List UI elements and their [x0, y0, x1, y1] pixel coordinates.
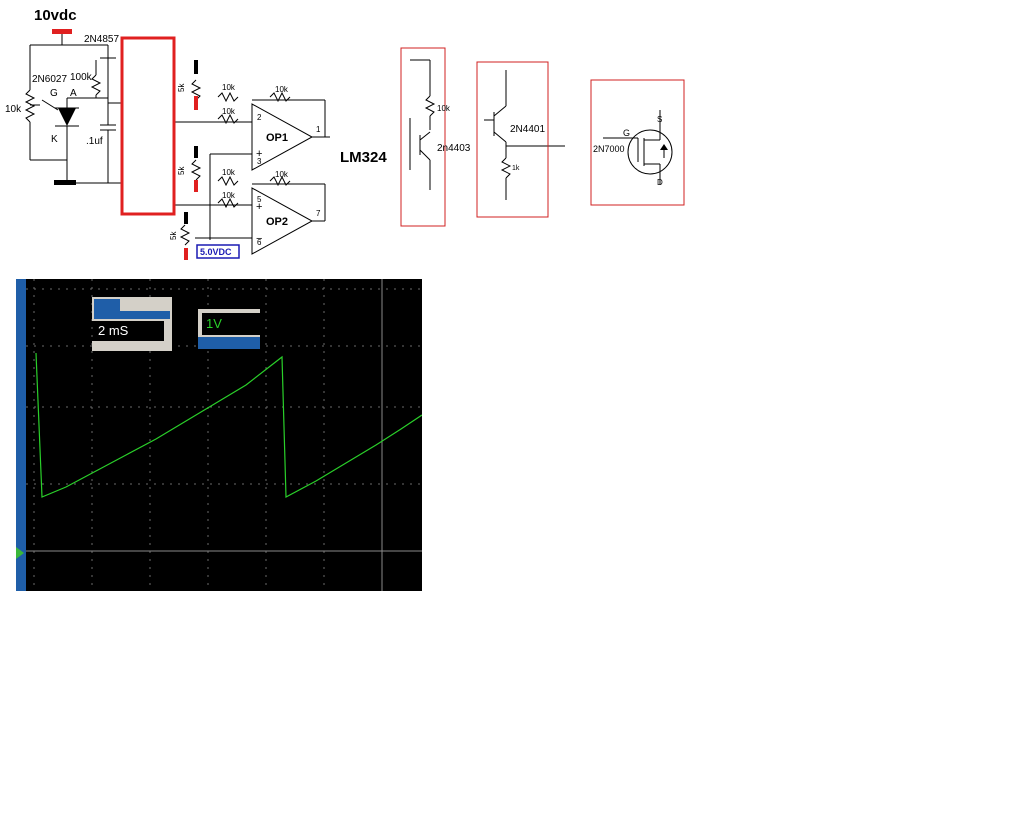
r100k-label: 100k [70, 72, 93, 83]
mosfet-source-label: S [657, 115, 662, 124]
supply-label: 10vdc [34, 7, 77, 24]
lm324-label: LM324 [340, 149, 387, 166]
pnp-resistor-label: 10k [437, 104, 451, 113]
gate-label: G [50, 88, 58, 99]
volts-per-div-control[interactable]: 1V [198, 309, 264, 351]
mosfet-drain-label: D [657, 178, 663, 187]
r1-label: 10k [222, 83, 236, 92]
r4-label: 10k [222, 168, 236, 177]
sawtooth-trace [35, 352, 422, 498]
vref-label: 5.0VDC [200, 247, 232, 257]
r5-label: 10k [222, 191, 236, 200]
npn-resistor-label: 1k [512, 165, 520, 172]
anode-label: A [70, 88, 77, 99]
pot2-label: 5k [177, 166, 186, 175]
pin5-label: 5 [257, 195, 262, 204]
schematic-diagram: 10vdc 2N4857 2N6027 100k 10k G A K .1uf … [5, 7, 685, 260]
op1-label: OP1 [266, 132, 288, 144]
op2-label: OP2 [266, 216, 288, 228]
cap-label: .1uf [86, 136, 103, 147]
r6-label: 10k [275, 170, 289, 179]
r10k-left-label: 10k [5, 104, 22, 115]
r2-label: 10k [222, 107, 236, 116]
mosfet-label: 2N7000 [593, 144, 625, 154]
ujt-label: 2N4857 [84, 34, 119, 45]
cathode-label: K [51, 134, 58, 145]
pin6-label: 6 [257, 238, 262, 247]
op1-plus: + [256, 148, 262, 160]
volts-readout: 1V [202, 313, 264, 335]
oscilloscope-display: 2 mS 1V [16, 279, 422, 591]
scr-label: 2N6027 [32, 74, 67, 85]
pnp-label: 2n4403 [437, 143, 471, 154]
pin1-label: 1 [316, 125, 321, 134]
r3-label: 10k [275, 85, 289, 94]
op2-minus: − [256, 233, 262, 245]
pot3-label: 5k [169, 231, 178, 240]
pin3-label: 3 [257, 157, 262, 166]
pin7-label: 7 [316, 209, 321, 218]
timebase-control[interactable]: 2 mS [92, 297, 172, 355]
npn-label: 2N4401 [510, 124, 545, 135]
mosfet-gate-label: G [623, 128, 630, 138]
timebase-readout: 2 mS [94, 321, 168, 341]
op2-plus: + [256, 201, 262, 213]
pot1-label: 5k [177, 83, 186, 92]
pin2-label: 2 [257, 113, 262, 122]
